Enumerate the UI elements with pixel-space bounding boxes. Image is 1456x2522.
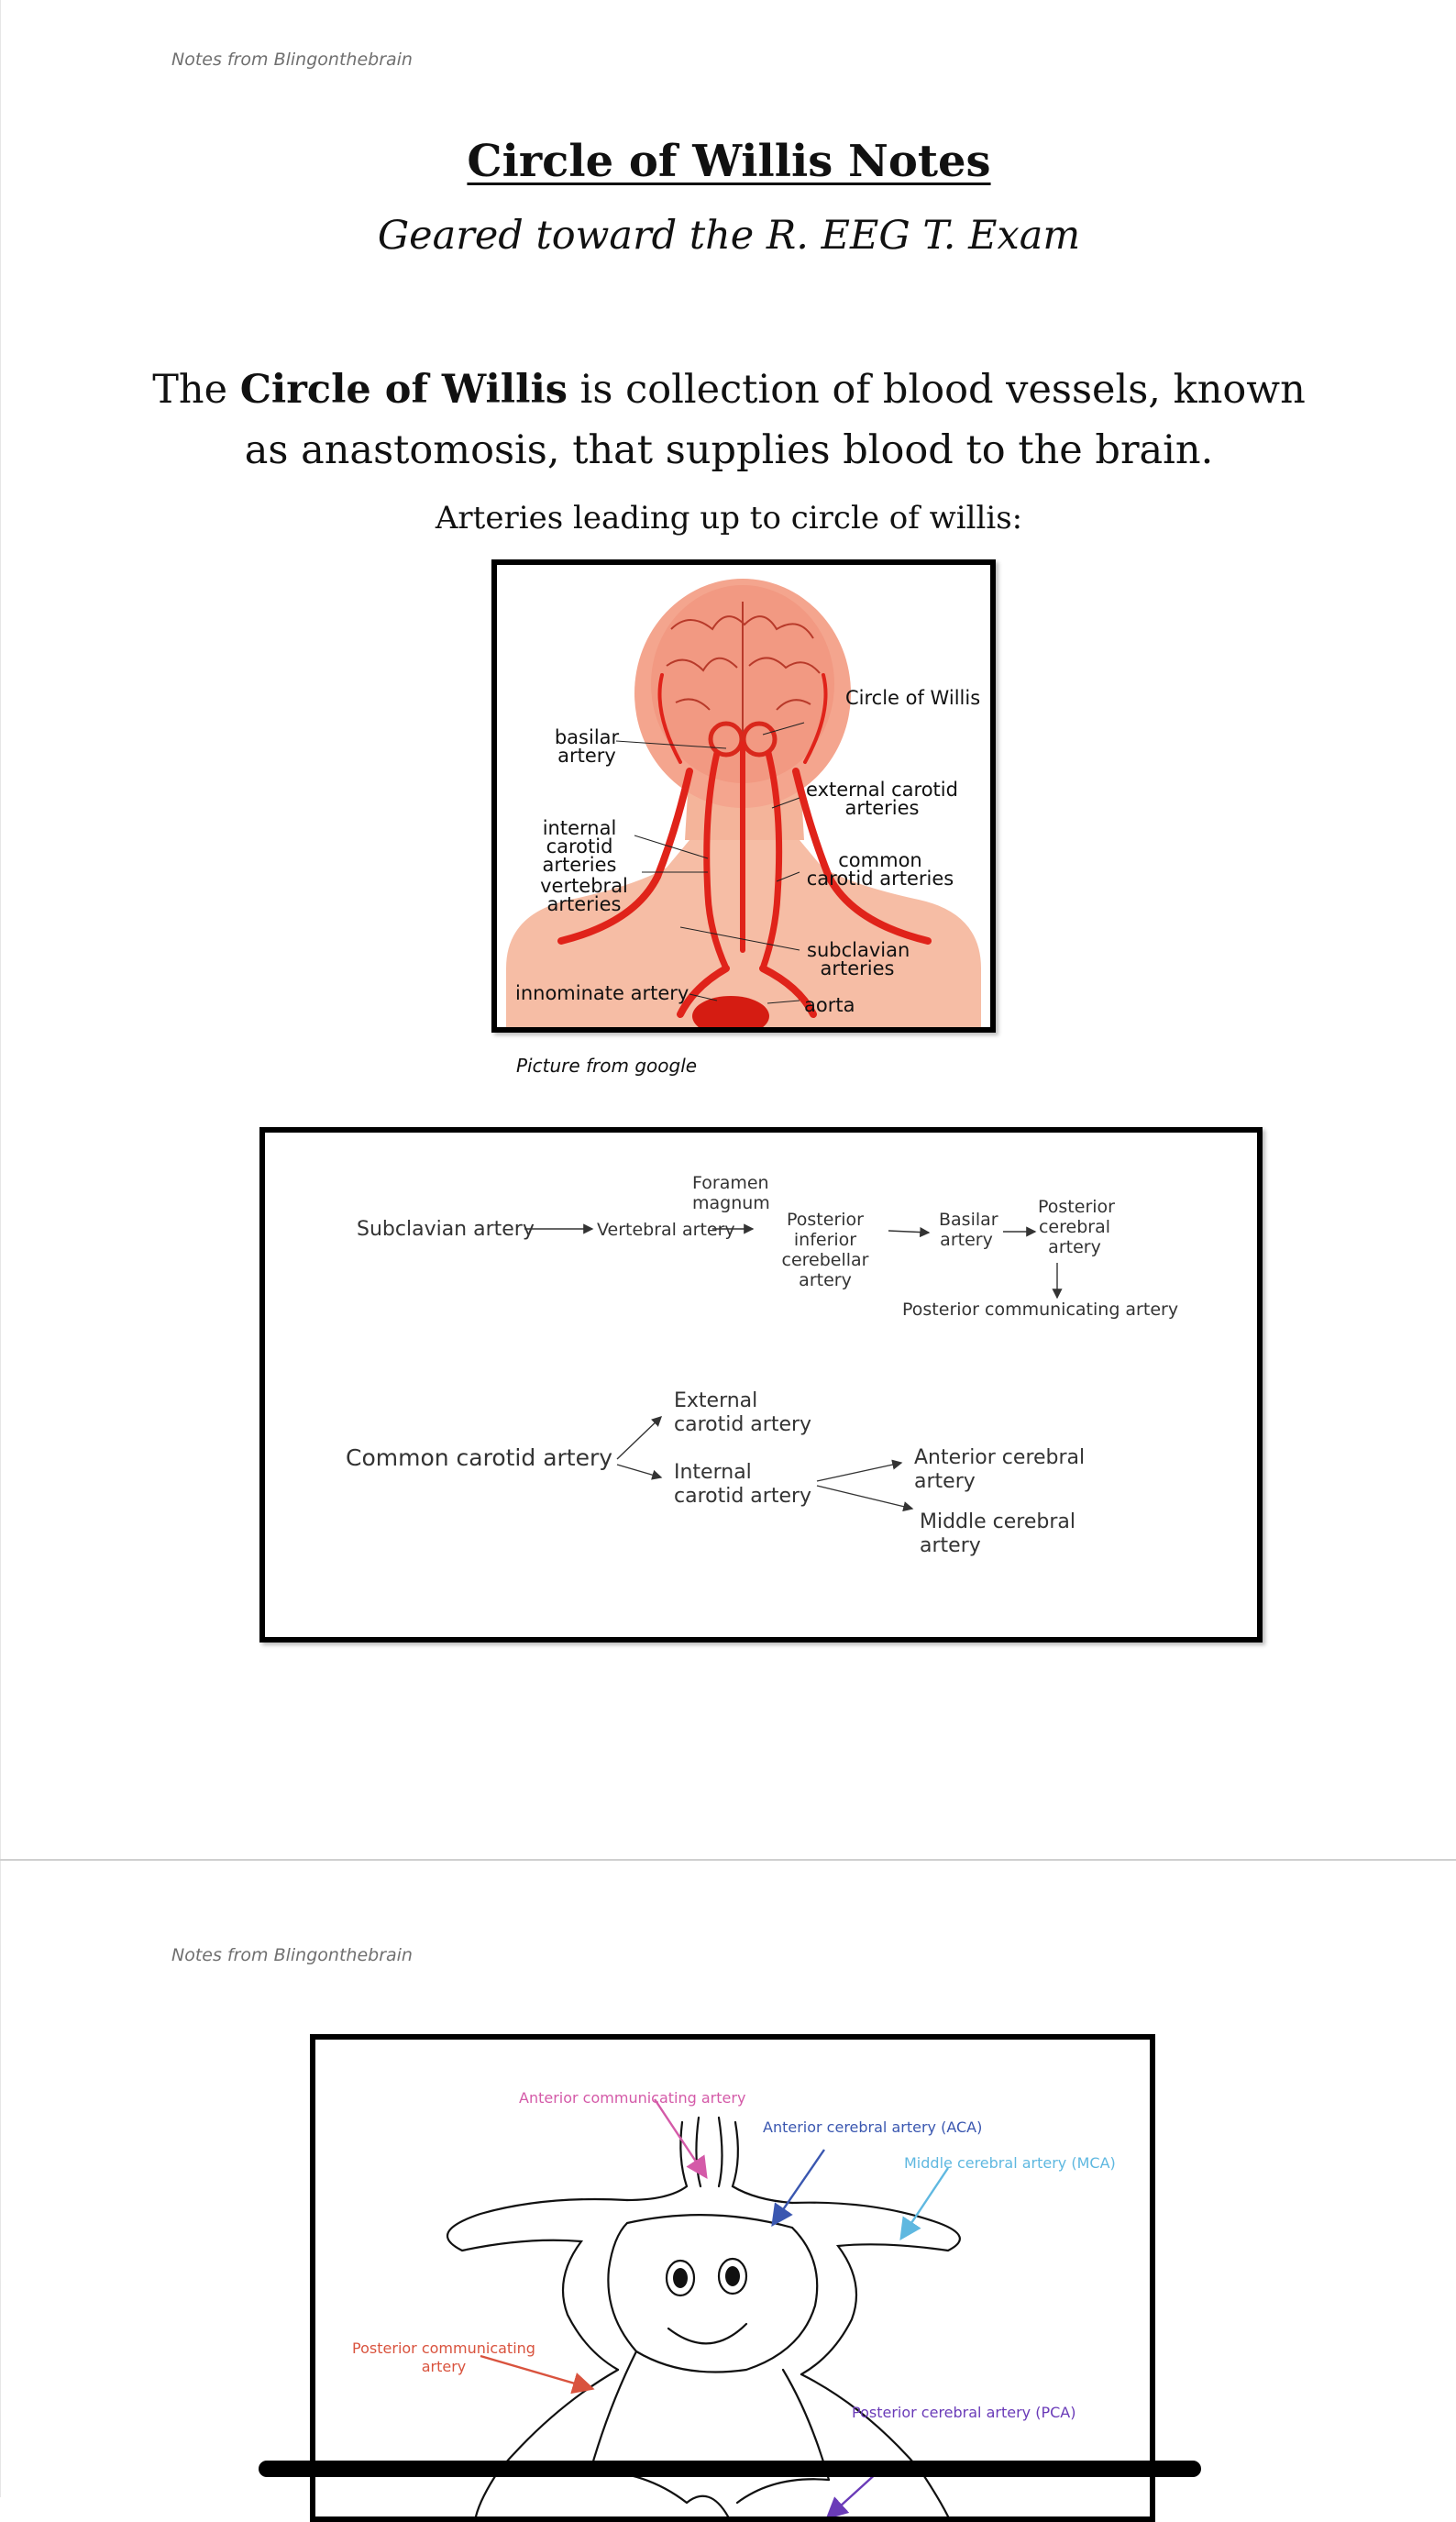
label-aorta: aorta	[804, 994, 855, 1016]
label-circle-of-willis: Circle of Willis	[845, 687, 981, 709]
figure1-credit: Picture from google	[516, 1055, 698, 1077]
figure1-caption: Arteries leading up to circle of willis:	[435, 500, 1023, 536]
document-page-2: Notes from Blingonthebrain	[0, 1861, 1456, 2522]
flow-vertebral: Vertebral artery	[597, 1220, 735, 1240]
intro-pre: The	[152, 367, 240, 413]
flow-foramen-magnum: Foramen magnum	[692, 1173, 770, 1213]
artery-flowchart: Subclavian artery Vertebral artery Foram…	[259, 1127, 1263, 1643]
label-internal-carotid: internal carotid arteries	[542, 817, 617, 876]
label-pca: Posterior cerebral artery (PCA)	[852, 2404, 1076, 2421]
label-aca: Anterior cerebral artery (ACA)	[763, 2118, 983, 2136]
label-innominate-artery: innominate artery	[515, 982, 689, 1004]
label-common-carotid: common carotid arteries	[806, 849, 954, 890]
hand-drawn-circle	[446, 2098, 961, 2516]
page-subtitle: Geared toward the R. EEG T. Exam	[377, 213, 1081, 259]
flow-external-carotid: External carotid artery	[674, 1389, 812, 1436]
flow-subclavian: Subclavian artery	[357, 1218, 535, 1241]
flow-internal-carotid: Internal carotid artery	[674, 1461, 812, 1508]
document-page-1: Notes from Blingonthebrain Circle of Wil…	[0, 0, 1319, 1859]
anatomy-figure: Circle of Willis basilar artery external…	[491, 559, 996, 1033]
cropped-bottom-bar	[259, 2461, 1201, 2477]
header-note: Notes from Blingonthebrain	[171, 50, 413, 70]
intro-post: is collection of blood vessels, known as…	[244, 367, 1306, 473]
label-mca: Middle cerebral artery (MCA)	[904, 2154, 1116, 2172]
header-note-page2: Notes from Blingonthebrain	[171, 1945, 413, 1965]
flow-pica: Posterior inferior cerebellar artery	[781, 1210, 869, 1290]
flow-aca: Anterior cerebral artery	[914, 1446, 1086, 1493]
label-basilar-artery: basilar artery	[554, 726, 620, 767]
flow-pca: Posterior cerebral artery	[1038, 1197, 1115, 1257]
label-subclavian-arteries: subclavian arteries	[807, 939, 910, 979]
anatomy-illustration	[506, 579, 981, 1027]
page-divider	[0, 1859, 1456, 1861]
label-pcomm: Posterior communicating artery	[352, 2339, 535, 2375]
flowchart-arrows	[524, 1223, 1063, 1512]
label-vertebral-arteries: vertebral arteries	[540, 875, 628, 915]
flow-common-carotid: Common carotid artery	[346, 1444, 613, 1471]
label-external-carotid: external carotid arteries	[806, 779, 958, 819]
flow-basilar: Basilar artery	[939, 1210, 998, 1250]
label-acomm: Anterior communicating artery	[519, 2089, 746, 2107]
flow-pcomm: Posterior communicating artery	[902, 1300, 1179, 1320]
flow-mca: Middle cerebral artery	[920, 1510, 1075, 1557]
circle-of-willis-drawing: Anterior communicating artery Anterior c…	[310, 2034, 1155, 2522]
page-title: Circle of Willis Notes	[467, 136, 991, 187]
intro-term: Circle of Willis	[239, 367, 568, 413]
intro-paragraph: The Circle of Willis is collection of bl…	[138, 359, 1319, 481]
